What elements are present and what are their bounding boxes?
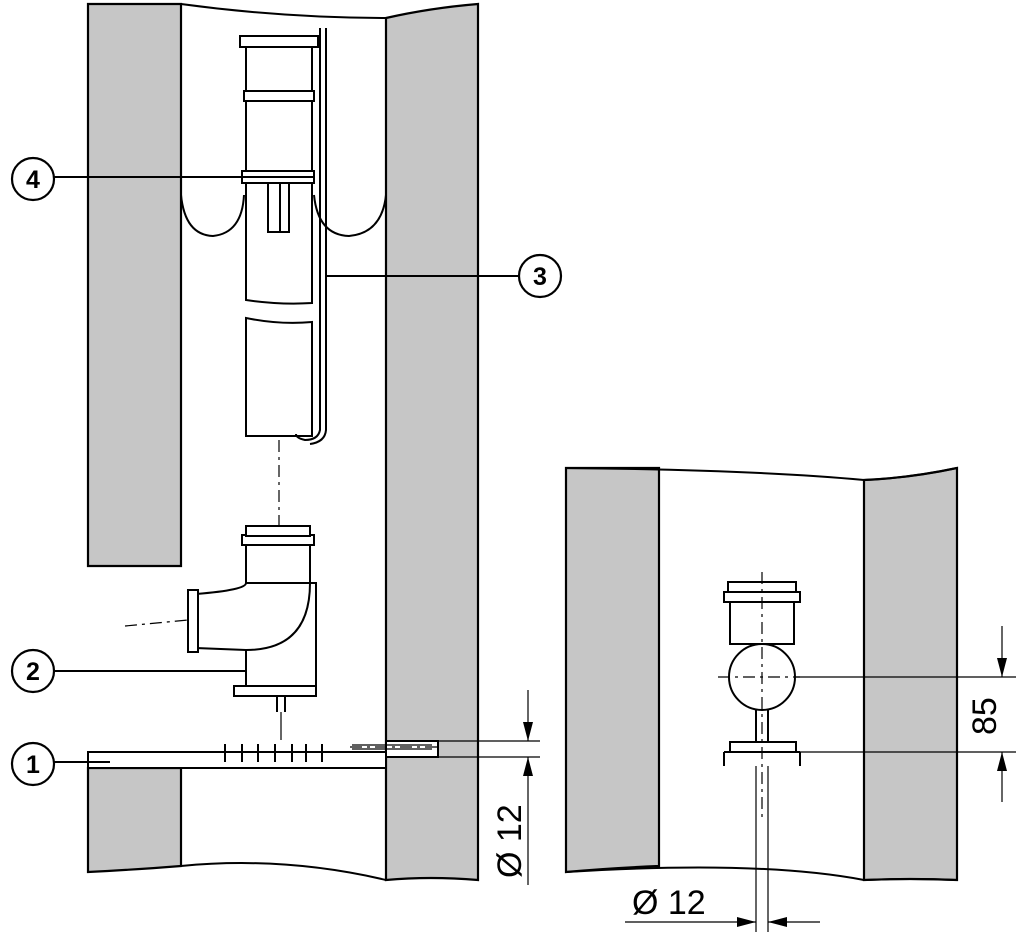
callout-3: 3: [326, 253, 563, 299]
base-plate: [87, 740, 440, 769]
height-label: 85: [966, 697, 1004, 735]
left-assembly: Ø 12 4 3 2 1: [10, 2, 563, 885]
left-wall-upper: [86, 2, 183, 568]
right-diameter-dimension: Ø 12: [625, 766, 820, 932]
left-diameter-label: Ø 12: [491, 804, 529, 878]
callout-3-label: 3: [533, 263, 547, 291]
callout-2: 2: [10, 648, 246, 694]
left-diameter-dimension: Ø 12: [438, 690, 540, 885]
height-dimension: 85: [770, 626, 1016, 802]
callout-4: 4: [10, 156, 314, 202]
upper-pipe: [180, 28, 387, 445]
right-pipe: [718, 572, 801, 820]
shaft-bottom-break: [180, 862, 387, 881]
callout-1-label: 1: [26, 751, 40, 779]
callout-2-label: 2: [26, 658, 40, 686]
right-view-right-wall: [862, 466, 959, 882]
callout-4-label: 4: [26, 166, 40, 194]
shaft-top-break: [180, 3, 387, 19]
callout-1: 1: [10, 741, 110, 787]
right-wall: [384, 2, 480, 882]
elbow-pipe: [124, 525, 317, 740]
right-assembly: 85 Ø 12: [564, 466, 1016, 932]
right-view-left-wall: [564, 466, 661, 874]
right-view-top-break: [565, 467, 958, 482]
left-wall-lower: [86, 766, 183, 874]
right-diameter-label: Ø 12: [632, 884, 706, 922]
right-view-bottom-break: [565, 866, 958, 882]
